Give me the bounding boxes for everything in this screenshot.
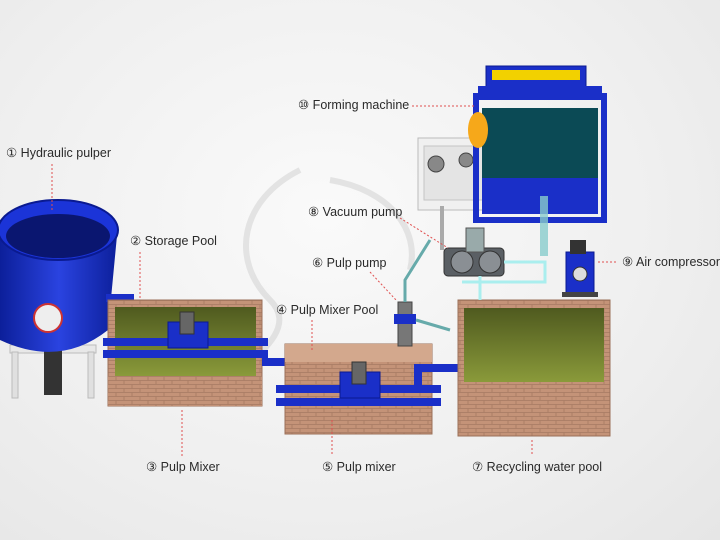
air-compressor	[562, 240, 598, 297]
label-pulp-pump: ⑥ Pulp pump	[312, 256, 387, 270]
label-storage-pool: ② Storage Pool	[130, 234, 217, 248]
hydraulic-pulper	[0, 199, 134, 399]
label-hydraulic-pulper: ① Hydraulic pulper	[6, 146, 111, 160]
leader-lines	[51, 105, 618, 456]
pulp-mixer-2	[276, 361, 460, 406]
label-pulp-mixer-2: ⑤ Pulp mixer	[322, 460, 396, 474]
vacuum-pump	[443, 227, 547, 300]
forming-machine	[417, 65, 607, 256]
label-forming-machine: ⑩ Forming machine	[298, 98, 410, 112]
label-vacuum-pump: ⑧ Vacuum pump	[308, 205, 403, 219]
label-recycling-water-pool: ⑦ Recycling water pool	[472, 460, 603, 474]
label-air-compressor: ⑨ Air compressor	[622, 255, 720, 269]
recycling-water-pool	[457, 299, 611, 437]
label-pulp-mixer-pool: ④ Pulp Mixer Pool	[276, 303, 379, 317]
label-pulp-mixer-1: ③ Pulp Mixer	[146, 460, 220, 474]
pulp-pump	[394, 239, 451, 347]
